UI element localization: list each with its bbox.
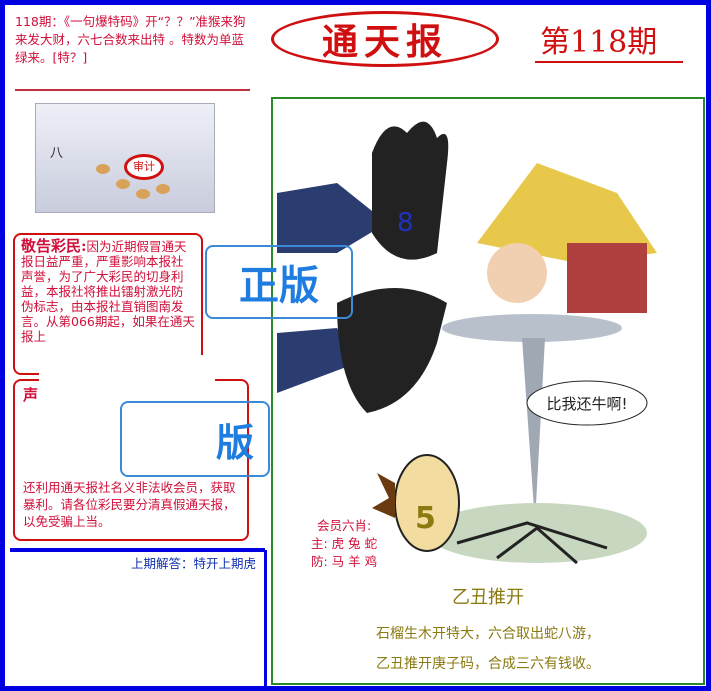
cartoon-image: 8 比我还牛啊! 5 xyxy=(277,103,701,573)
newspaper-page: 118期：《一句爆特码》开“？？”准猴来狗来发大财，六七合数来出特 。特数为单蓝… xyxy=(5,5,706,690)
headline-text: 118期：《一句爆特码》开“？？”准猴来狗来发大财，六七合数来出特 。特数为单蓝… xyxy=(15,14,246,65)
member-guard: 防: 马 羊 鸡 xyxy=(311,554,378,569)
hedgehog-number: 5 xyxy=(415,501,436,536)
genuine-stamp: 正版 xyxy=(205,245,353,319)
sleeve xyxy=(277,328,357,393)
notice-box: 声 还利用通天报社名义非法收会员，获取暴利。请各位彩民要分清真假通天报，以免受骗… xyxy=(13,379,249,541)
ground xyxy=(427,503,647,563)
audit-seal: 审计 xyxy=(124,154,164,180)
poem-title: 乙丑推开 xyxy=(452,587,524,608)
coin-icon xyxy=(116,179,130,189)
member-main: 主: 虎 兔 蛇 xyxy=(311,536,378,551)
sleeve xyxy=(277,183,387,253)
hand-icon xyxy=(372,121,449,260)
hand-icon xyxy=(337,288,447,413)
hedgehog-spikes xyxy=(372,473,395,518)
white-mask xyxy=(39,355,215,475)
notice-body: 因为近期假冒通天报日益严重，严重影响本报社声誉，为了广大彩民的切身利益，本报社将… xyxy=(21,239,195,344)
genuine-stamp: 版 xyxy=(120,401,270,477)
cartoon-frame xyxy=(271,97,705,685)
cracks xyxy=(456,521,608,565)
notice-box: 敬告彩民:因为近期假冒通天报日益严重，严重影响本报社声誉，为了广大彩民的切身利益… xyxy=(13,233,203,375)
notice-body: 还利用通天报社名义非法收会员，获取暴利。请各位彩民要分清真假通天报，以免受骗上当… xyxy=(23,480,236,529)
cartoon-svg: 8 比我还牛啊! 5 xyxy=(277,121,657,565)
pole xyxy=(522,338,545,523)
member-title: 会员六肖: xyxy=(317,518,372,533)
divider xyxy=(535,61,683,63)
member-zodiac: 会员六肖: 主: 虎 兔 蛇 防: 马 羊 鸡 xyxy=(311,517,377,571)
house-wall xyxy=(567,243,647,313)
newspaper-logo: 通天报 xyxy=(271,11,499,67)
hand-number: 8 xyxy=(397,208,414,238)
last-answer: 上期解答：特开上期虎 xyxy=(131,556,257,571)
roof xyxy=(477,163,657,263)
notice-heading: 敬告彩民: xyxy=(21,237,87,255)
divider xyxy=(264,550,267,690)
speech-text: 比我还牛啊! xyxy=(546,395,627,413)
platform xyxy=(442,314,622,342)
speech-bubble xyxy=(526,380,648,426)
notice-heading: 声 xyxy=(23,386,39,404)
thumbnail-label: 八 xyxy=(50,146,64,161)
divider xyxy=(10,548,265,552)
coin-icon xyxy=(96,164,110,174)
issue-number: 第118期 xyxy=(540,25,658,60)
coin-icon xyxy=(136,189,150,199)
face xyxy=(487,243,547,303)
poem-line: 乙丑推开庚子码，合成三六有钱收。 xyxy=(376,656,600,672)
coin-icon xyxy=(156,184,170,194)
thumbnail-image: 八 审计 xyxy=(35,103,215,213)
divider xyxy=(15,89,250,91)
poem-line: 石榴生木开特大，六合取出蛇八游， xyxy=(376,626,600,642)
